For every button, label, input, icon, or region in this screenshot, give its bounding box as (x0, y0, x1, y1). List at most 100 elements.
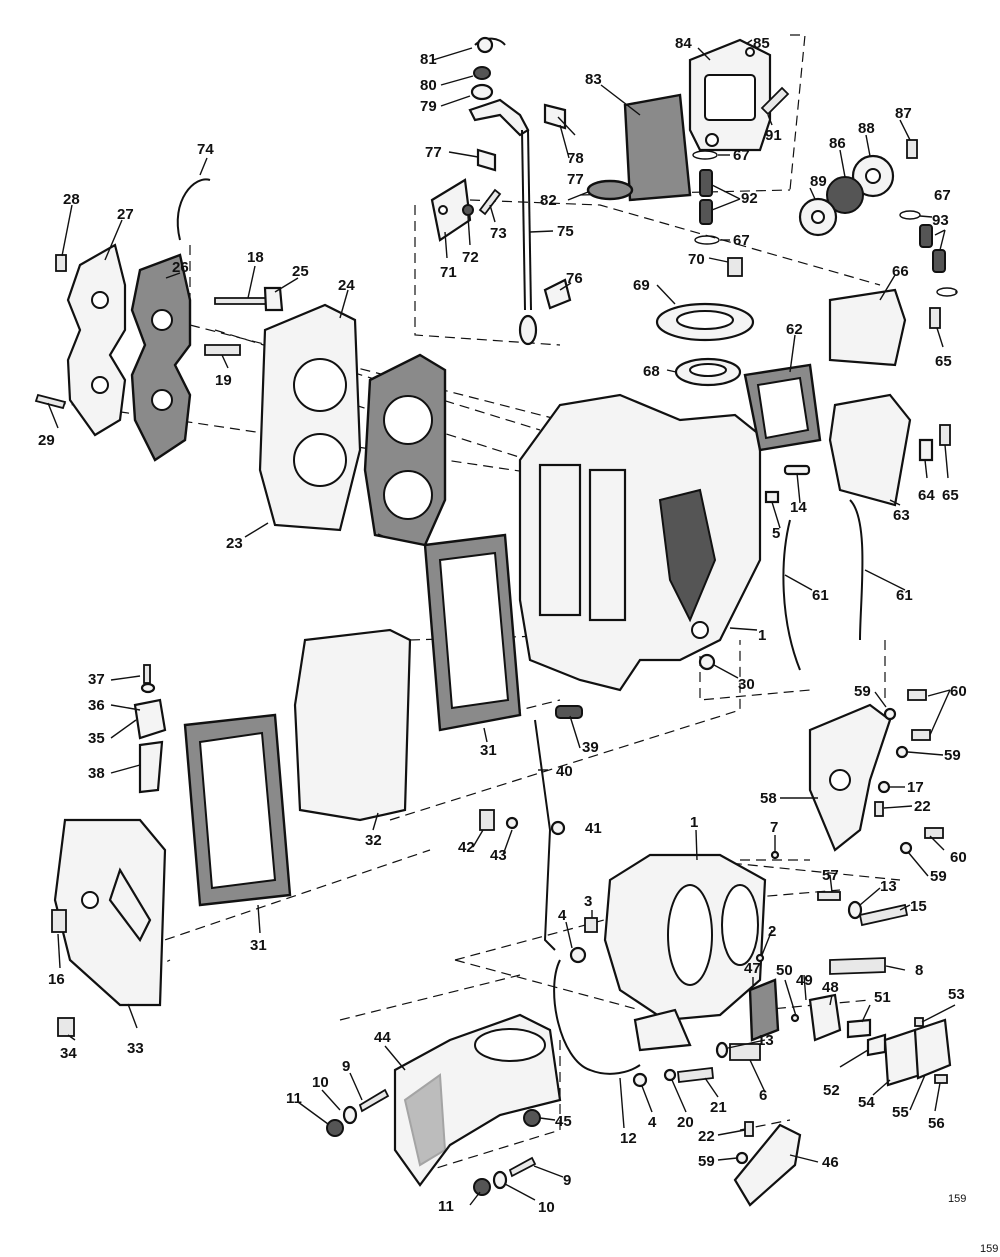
callout-32: 32 (365, 832, 382, 849)
callout-67a: 67 (733, 147, 750, 164)
callout-55: 55 (892, 1104, 909, 1121)
callout-17: 17 (907, 779, 924, 796)
callout-92: 92 (741, 190, 758, 207)
callout-15: 15 (910, 898, 927, 915)
callout-20: 20 (677, 1114, 694, 1131)
callout-10b: 10 (538, 1199, 555, 1216)
page-number-corner: 159 (980, 1243, 998, 1255)
callout-79: 79 (420, 98, 437, 115)
cylinder-block (518, 393, 864, 692)
callout-50: 50 (776, 962, 793, 979)
callout-88: 88 (858, 120, 875, 137)
callout-72: 72 (462, 249, 479, 266)
callout-58: 58 (760, 790, 777, 807)
callout-44: 44 (374, 1029, 391, 1046)
callout-59d: 59 (698, 1153, 715, 1170)
callout-labels: 81 80 79 84 85 83 91 87 88 86 67 89 67 9… (38, 35, 967, 1216)
callout-62: 62 (786, 321, 803, 338)
callout-34: 34 (60, 1045, 77, 1062)
callout-2: 2 (768, 923, 776, 940)
callout-22b: 22 (698, 1128, 715, 1145)
callout-65a: 65 (935, 353, 952, 370)
callout-10a: 10 (312, 1074, 329, 1091)
callout-1a: 1 (758, 627, 766, 644)
callout-48: 48 (822, 979, 839, 996)
callout-39: 39 (582, 739, 599, 756)
cylinder-head-group (34, 178, 447, 547)
callout-61b: 61 (896, 587, 913, 604)
callout-25: 25 (292, 263, 309, 280)
callout-27: 27 (117, 206, 134, 223)
callout-74: 74 (197, 141, 214, 158)
callout-59a: 59 (854, 683, 871, 700)
fuel-pump-assembly (586, 38, 946, 273)
callout-81: 81 (420, 51, 437, 68)
callout-60b: 60 (950, 849, 967, 866)
callout-31a: 31 (480, 742, 497, 759)
callout-53: 53 (948, 986, 965, 1003)
callout-9a: 9 (342, 1058, 350, 1075)
callout-67b: 67 (934, 187, 951, 204)
callout-69: 69 (633, 277, 650, 294)
callout-42: 42 (458, 839, 475, 856)
transfer-covers (51, 533, 522, 1037)
callout-13a: 13 (880, 878, 897, 895)
callout-68: 68 (643, 363, 660, 380)
callout-59b: 59 (944, 747, 961, 764)
callout-85: 85 (753, 35, 770, 52)
callout-93: 93 (932, 212, 949, 229)
callout-23: 23 (226, 535, 243, 552)
callout-4a: 4 (558, 907, 567, 924)
callout-57: 57 (822, 867, 839, 884)
callout-40: 40 (556, 763, 573, 780)
callout-5: 5 (772, 525, 780, 542)
callout-22a: 22 (914, 798, 931, 815)
callout-84: 84 (675, 35, 692, 52)
callout-64: 64 (918, 487, 935, 504)
callout-66: 66 (892, 263, 909, 280)
callout-87: 87 (895, 105, 912, 122)
callout-19: 19 (215, 372, 232, 389)
callout-70: 70 (688, 251, 705, 268)
callout-54: 54 (858, 1094, 875, 1111)
callout-3: 3 (584, 893, 592, 910)
callout-37: 37 (88, 671, 105, 688)
callout-45: 45 (555, 1113, 572, 1130)
callout-80: 80 (420, 77, 437, 94)
callout-73: 73 (490, 225, 507, 242)
crankcase-group (479, 689, 952, 1088)
callout-28: 28 (63, 191, 80, 208)
callout-6: 6 (759, 1087, 767, 1104)
callout-4b: 4 (648, 1114, 657, 1131)
callout-77a: 77 (425, 144, 442, 161)
callout-33: 33 (127, 1040, 144, 1057)
callout-35: 35 (88, 730, 105, 747)
callout-36: 36 (88, 697, 105, 714)
callout-43: 43 (490, 847, 507, 864)
callout-9b: 9 (563, 1172, 571, 1189)
callout-82: 82 (540, 192, 557, 209)
callout-18: 18 (247, 249, 264, 266)
callout-31b: 31 (250, 937, 267, 954)
callout-11a: 11 (286, 1090, 302, 1107)
callout-78: 78 (567, 150, 584, 167)
callout-71: 71 (440, 264, 457, 281)
bottom-brackets (326, 1013, 802, 1207)
callout-65b: 65 (942, 487, 959, 504)
callout-46: 46 (822, 1154, 839, 1171)
callout-24: 24 (338, 277, 355, 294)
callout-26: 26 (172, 259, 189, 276)
callout-60a: 60 (950, 683, 967, 700)
callout-41: 41 (585, 820, 602, 837)
callout-59c: 59 (930, 868, 947, 885)
callout-86: 86 (829, 135, 846, 152)
callout-7: 7 (770, 819, 778, 836)
callout-91: 91 (765, 127, 782, 144)
callout-52: 52 (823, 1082, 840, 1099)
callout-21: 21 (710, 1099, 727, 1116)
callout-75: 75 (557, 223, 574, 240)
callout-56: 56 (928, 1115, 945, 1132)
callout-16: 16 (48, 971, 65, 988)
callout-63: 63 (893, 507, 910, 524)
